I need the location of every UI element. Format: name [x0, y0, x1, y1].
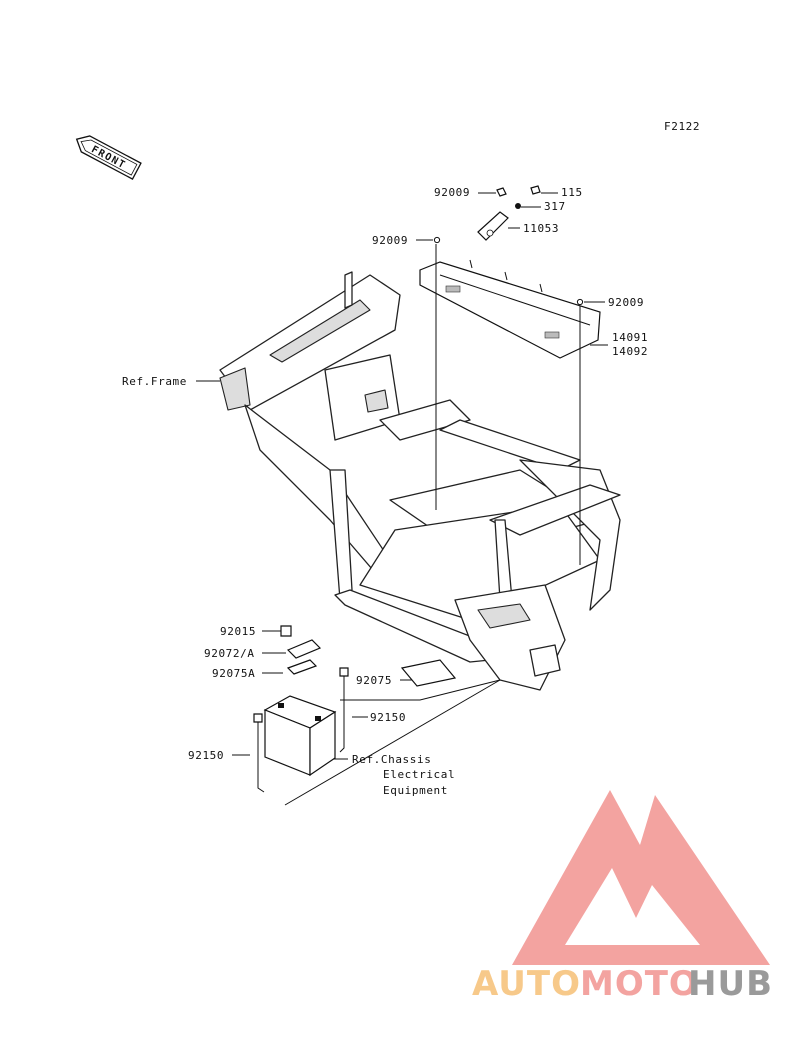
- watermark-moto: MOTO: [580, 964, 699, 1004]
- label-92015: 92015: [220, 625, 256, 638]
- cover-plate-part: [419, 259, 601, 359]
- watermark-hub: HUB: [688, 964, 773, 1004]
- watermark-logo: AUTO MOTO HUB: [472, 790, 773, 1004]
- part-labels: 92009 115 317 11053 92009 92009 14091 14…: [122, 186, 648, 797]
- leader-lines: [196, 192, 608, 806]
- label-92150-left: 92150: [188, 749, 224, 762]
- bracket-11053-part: [477, 211, 509, 241]
- label-92009-left: 92009: [372, 234, 408, 247]
- battery-parts: [253, 625, 457, 793]
- label-92009-top: 92009: [434, 186, 470, 199]
- label-92075a: 92075A: [212, 667, 255, 680]
- label-92009-right: 92009: [608, 296, 644, 309]
- label-14092: 14092: [612, 345, 648, 358]
- label-11053: 11053: [523, 222, 559, 235]
- watermark-triangle-icon: [512, 790, 770, 965]
- frame-drawing: [219, 271, 621, 691]
- label-92075: 92075: [356, 674, 392, 687]
- diagram-code: F2122: [664, 120, 700, 133]
- bolt-icons: [433, 185, 584, 306]
- label-115: 115: [561, 186, 583, 199]
- label-ref-frame: Ref.Frame: [122, 375, 187, 388]
- watermark-auto: AUTO: [472, 964, 581, 1004]
- battery-icon: [263, 695, 337, 777]
- label-92072a: 92072/A: [204, 647, 255, 660]
- label-14091: 14091: [612, 331, 648, 344]
- label-ref-chassis: Ref.Chassis: [352, 753, 431, 766]
- front-arrow-icon: FRONT: [75, 135, 142, 180]
- label-92150-right: 92150: [370, 711, 406, 724]
- label-317: 317: [544, 200, 566, 213]
- label-equipment: Equipment: [383, 784, 448, 797]
- label-electrical: Electrical: [383, 768, 455, 781]
